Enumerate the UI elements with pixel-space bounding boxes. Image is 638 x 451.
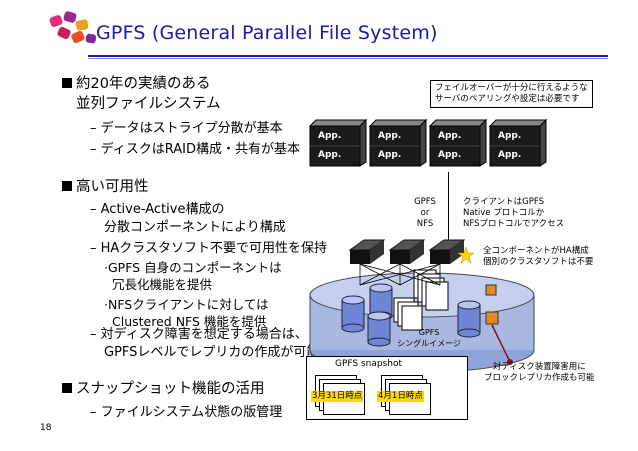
single-image-label-2: シングルイメージ	[397, 338, 461, 348]
app-label: App.	[318, 131, 342, 141]
app-label: App.	[498, 131, 522, 141]
single-image-label: GPFS	[419, 328, 440, 337]
sub-sub-bullet-gpfs-redundancy: ·GPFS 自身のコンポーネントは	[104, 260, 282, 275]
sub-bullet-raid: – ディスクはRAID構成・共有が基本	[90, 142, 300, 157]
app-server-graphics	[308, 118, 548, 167]
bullet-square	[62, 383, 72, 393]
disk-cylinder	[457, 300, 481, 338]
replica-arrow	[491, 324, 511, 363]
company-logo	[49, 11, 97, 44]
app-label: App.	[378, 150, 402, 160]
protocol-label: GPFS or NFS	[410, 197, 440, 230]
bullet-text: 高い可用性	[76, 179, 149, 195]
client-note-line: クライアントはGPFS	[463, 197, 545, 207]
protocol-connector	[448, 172, 449, 240]
disk-cylinder	[341, 295, 365, 333]
bullet-proven-filesystem: 約20年の実績のある	[62, 75, 210, 93]
bullet-snapshot: スナップショット機能の活用	[62, 380, 265, 398]
app-label: App.	[498, 150, 522, 160]
sub-sub-bullet-clustered-nfs-cont: Clustered NFS 機能を提供	[112, 314, 267, 329]
title-rule	[88, 55, 608, 57]
server-node	[388, 239, 426, 264]
disk-cylinder	[367, 311, 391, 347]
server-node	[348, 239, 386, 264]
app-label: App.	[438, 131, 462, 141]
sub-bullet-replica: – 対ディスク障害を想定する場合は、	[90, 327, 308, 342]
snapshot-title: GPFS snapshot	[335, 359, 403, 369]
snapshot-date-1: 3月31日時点	[311, 391, 364, 402]
app-label: App.	[438, 150, 462, 160]
replica-note-line: ブロックレプリカ作成も可能	[484, 373, 595, 383]
replica-block-icon	[485, 311, 499, 325]
client-note-line: Native プロトコルか	[463, 208, 545, 218]
sub-bullet-no-ha-software: – HAクラスタソフト不要で可用性を保持	[90, 241, 328, 256]
protocol-label-line: GPFS	[414, 197, 436, 207]
snapshot-date-2: 4月1日時点	[377, 391, 424, 402]
snapshot-panel: GPFS snapshot 3月31日時点 4月1日時点	[306, 356, 468, 420]
protocol-label-line: NFS	[416, 219, 434, 229]
slide-title: GPFS (General Parallel File System)	[96, 22, 438, 44]
replica-note-line: 対ディスク装置障害用に	[492, 362, 586, 372]
app-label: App.	[318, 150, 342, 160]
replica-block-icon	[485, 284, 497, 296]
file-stack-icon	[393, 297, 423, 331]
ha-note: 全コンポーネントがHA構成 個別のクラスタソフトは不要	[483, 246, 593, 268]
failover-note: フェイルオーバーが十分に行えるような サーバのペアリングや設定は必要です	[430, 80, 593, 108]
bullet-text: 約20年の実績のある	[76, 76, 211, 92]
ha-note-line: 全コンポーネントがHA構成	[483, 246, 589, 256]
bullet-square	[62, 78, 72, 88]
ha-note-line: 個別のクラスタソフトは不要	[483, 257, 594, 267]
sub-bullet-active-active: – Active-Active構成の	[90, 202, 225, 217]
replica-note: 対ディスク装置障害用に ブロックレプリカ作成も可能	[484, 362, 595, 384]
sub-sub-bullet-gpfs-redundancy-cont: 冗長化機能を提供	[112, 277, 213, 292]
bullet-text: スナップショット機能の活用	[76, 381, 265, 397]
sub-bullet-active-active-cont: 分散コンポーネントにより構成	[104, 220, 286, 235]
sub-bullet-version-management: – ファイルシステム状態の版管理	[90, 405, 283, 420]
title-rule-thin	[88, 58, 608, 59]
sub-bullet-replica-cont: GPFSレベルでレプリカの作成が可能	[104, 345, 320, 360]
client-note-line: NFSプロトコルでアクセス	[463, 219, 565, 229]
bullet-square	[62, 181, 72, 191]
bullet-text-cont: 並列ファイルシステム	[76, 96, 221, 112]
client-access-note: クライアントはGPFS Native プロトコルか NFSプロトコルでアクセス	[463, 197, 564, 230]
sub-bullet-striping: – データはストライプ分散が基本	[90, 121, 283, 136]
bullet-high-availability: 高い可用性	[62, 178, 149, 196]
sub-sub-bullet-clustered-nfs: ·NFSクライアントに対しては	[104, 297, 269, 312]
star-icon	[457, 246, 475, 264]
failover-note-line: フェイルオーバーが十分に行えるような	[435, 83, 588, 93]
protocol-label-line: or	[420, 208, 430, 218]
slide-number: 18	[40, 423, 52, 433]
replica-arrow-dot	[507, 359, 513, 365]
server-node	[428, 239, 466, 264]
app-label: App.	[378, 131, 402, 141]
failover-note-line: サーバのペアリングや設定は必要です	[435, 94, 580, 104]
app-server-row: App. App. App. App. App. App. App. App.	[308, 118, 558, 170]
